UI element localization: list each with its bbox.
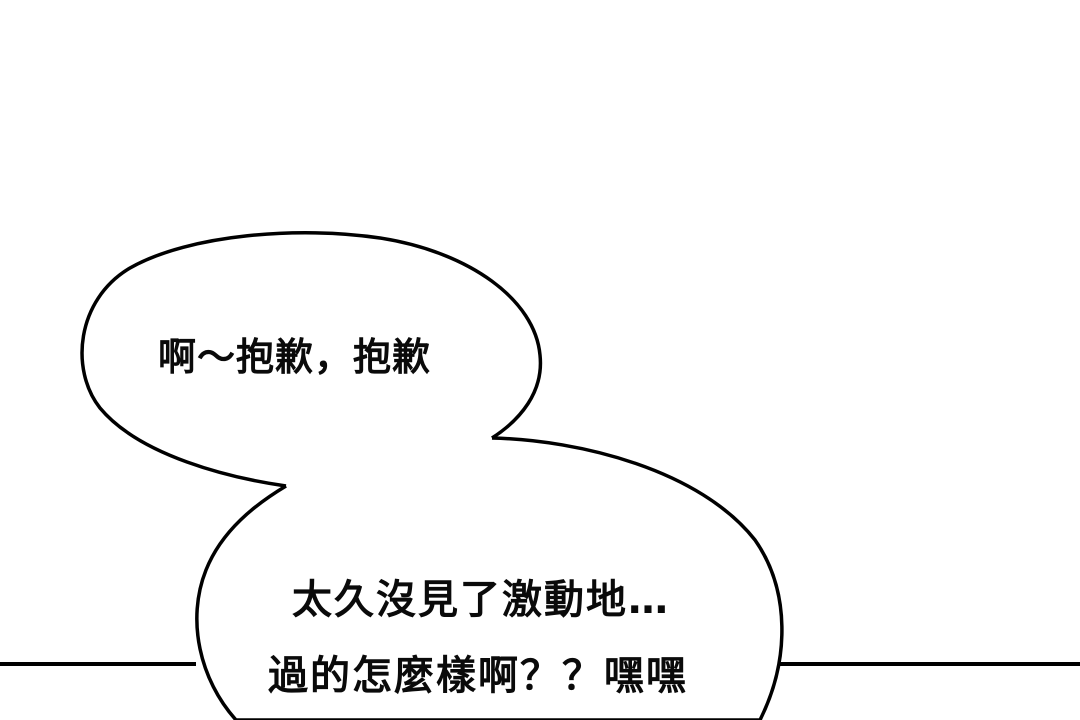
lower-bubble-text-line-1: 太久沒見了激動地… bbox=[292, 577, 670, 623]
lower-speech-bubble bbox=[195, 436, 784, 720]
upper-bubble-text: 啊～抱歉，抱歉 bbox=[158, 335, 432, 379]
upper-speech-bubble bbox=[80, 231, 543, 488]
lower-bubble-text-line-2: 過的怎麼樣啊？？嘿嘿 bbox=[268, 653, 688, 699]
